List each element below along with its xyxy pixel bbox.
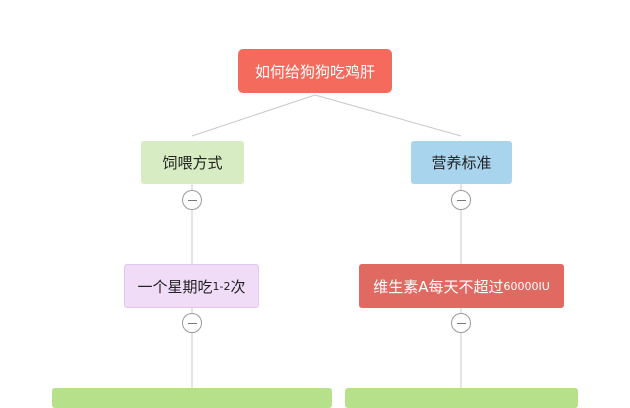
minus-circle-icon[interactable] xyxy=(182,313,202,333)
bottom-node-left[interactable] xyxy=(52,388,332,408)
bottom-node-right[interactable] xyxy=(345,388,578,408)
branch-node-nutrition-standard[interactable]: 营养标准 xyxy=(411,141,512,184)
link-root-right xyxy=(314,94,462,137)
root-node[interactable]: 如何给狗狗吃鸡肝 xyxy=(238,49,392,93)
minus-circle-icon[interactable] xyxy=(182,190,202,210)
leaf-label-main: 维生素A每天不超过 xyxy=(373,277,504,296)
link-root-left xyxy=(191,94,316,137)
leaf-label-small: 1-2 xyxy=(212,279,231,293)
minus-circle-icon[interactable] xyxy=(451,313,471,333)
leaf-label-main: 一个星期吃 xyxy=(137,277,213,296)
branch-label: 营养标准 xyxy=(431,154,492,172)
minus-circle-icon[interactable] xyxy=(451,190,471,210)
branch-label: 饲喂方式 xyxy=(162,154,223,172)
root-label: 如何给狗狗吃鸡肝 xyxy=(254,62,375,81)
leaf-label-tail: 次 xyxy=(230,277,246,296)
branch-node-feeding-method[interactable]: 饲喂方式 xyxy=(141,141,244,184)
leaf-label-small: 60000IU xyxy=(503,279,550,293)
